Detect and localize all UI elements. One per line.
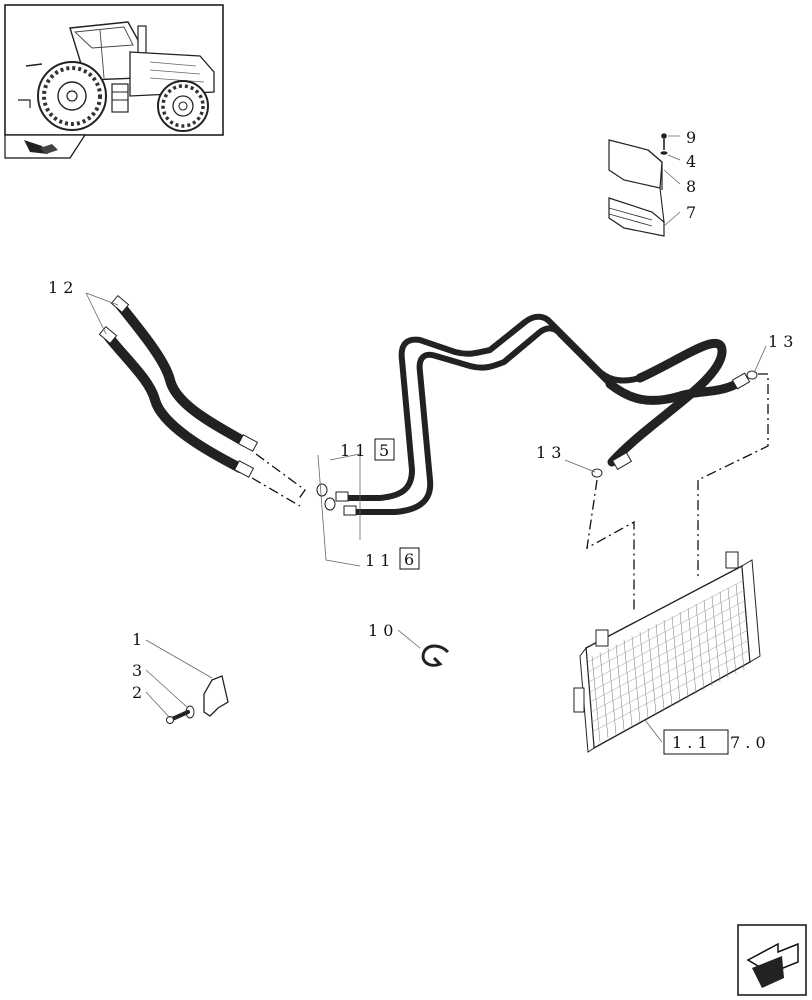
callout-11-6-boxnum: 6 [404,550,414,569]
callout-8: 8 [686,177,696,196]
callout-11-6-box [399,547,420,570]
hose-12-pair [85,292,259,478]
callout-7: 7 [686,203,696,222]
callout-1: 1 [132,630,142,649]
tractor-thumbnail [4,4,224,136]
bracket-assembly [608,133,681,237]
pipe-set [316,313,767,516]
callout-9: 9 [686,128,696,147]
callout-11-5-box [374,438,395,461]
reference-box-text: 1 . 1 [672,733,708,752]
callout-11-6-prefix: 1 1 [365,551,390,570]
callout-12: 1 2 [48,278,73,297]
callout-11-5-boxnum: 5 [379,441,389,460]
clip-10 [397,629,450,667]
callout-labels: 9 4 8 7 1 2 1 3 1 3 1 1 5 1 1 6 1 0 1 3 … [48,128,793,755]
reference-box [663,729,729,755]
callout-11-5-prefix: 1 1 [340,441,365,460]
callout-13-left: 1 3 [536,443,561,462]
reference-tail-text: 7 . 0 [730,733,766,752]
oil-cooler [573,551,761,753]
callout-2: 2 [132,683,142,702]
callout-13-right: 1 3 [768,332,793,351]
bracket-clip-1 [145,639,229,724]
callout-3: 3 [132,661,142,680]
next-page-arrow-icon[interactable] [737,924,807,996]
book-icon [4,134,87,159]
callout-10: 1 0 [368,621,393,640]
connection-lines [251,373,769,612]
callout-4: 4 [686,152,696,171]
